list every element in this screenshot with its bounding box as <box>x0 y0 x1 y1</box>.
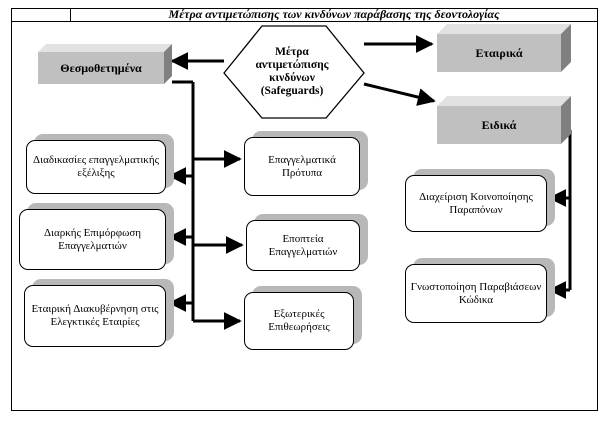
legislated-label: Θεσμοθετημένα <box>38 52 164 84</box>
center-line-3: κινδύνων <box>269 72 315 84</box>
block-legislated: Θεσμοθετημένα <box>38 44 172 84</box>
box-code-violations: Γνωστοποίηση Παραβιάσεων Κώδικα <box>405 264 547 323</box>
box-corporate-governance: Εταιρική Διακυβέρνηση στις Ελεγκτικές Ετ… <box>24 285 166 347</box>
center-line-2: αντιμετώπισης <box>255 59 329 71</box>
box-professional-standards: Επαγγελματικά Πρότυπα <box>244 137 360 196</box>
block-corporate: Εταιρικά <box>437 24 571 72</box>
center-hexagon <box>223 25 365 119</box>
center-line-1: Μέτρα <box>275 46 309 58</box>
diagram-title: Μέτρα αντιμετώπισης των κινδύνων παράβασ… <box>70 8 597 21</box>
box-professional-development: Διαδικασίες επαγγελματικής εξέλιξης <box>26 140 166 194</box>
box-external-inspections: Εξωτερικές Επιθεωρήσεις <box>244 292 354 350</box>
center-line-4: (Safeguards) <box>260 85 324 97</box>
box-complaints-handling: Διαχείριση Κοινοποίησης Παραπόνων <box>405 175 547 232</box>
center-label: Μέτρα αντιμετώπισης κινδύνων (Safeguards… <box>228 40 356 104</box>
specific-label: Ειδικά <box>437 106 561 144</box>
diagram-frame <box>11 8 598 411</box>
box-supervision: Εποπτεία Επαγγελματιών <box>246 220 360 271</box>
corporate-label: Εταιρικά <box>437 34 561 72</box>
title-row: Μέτρα αντιμετώπισης των κινδύνων παράβασ… <box>11 8 598 22</box>
block-specific: Ειδικά <box>437 96 571 144</box>
arrow-to-specific <box>363 82 436 106</box>
box-continuous-training: Διαρκής Επιμόρφωση Επαγγελματιών <box>19 209 166 270</box>
